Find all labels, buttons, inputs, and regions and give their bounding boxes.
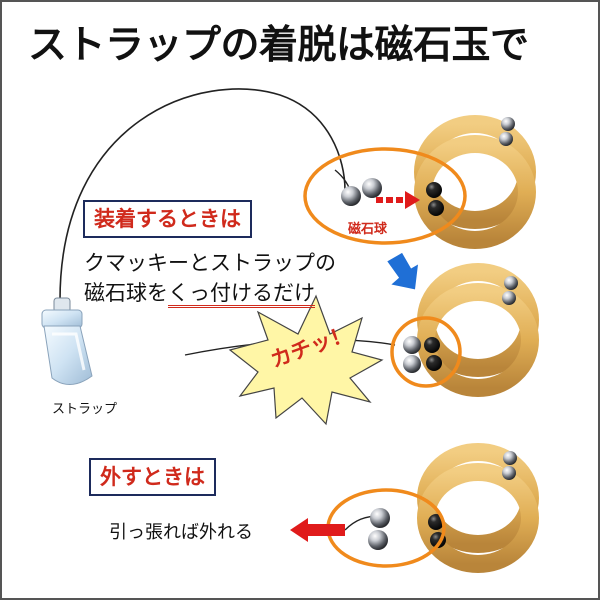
attach-description-line2: 磁石球をくっ付けるだけ [84,277,315,308]
strap-magnet-balls-top [334,169,382,206]
strap-clip-icon [41,297,93,385]
ring-top [414,115,536,249]
ring-bottom [417,443,539,573]
strap-magnet-balls-bottom [344,508,390,550]
strap-cord [59,88,346,301]
red-dashed-arrow [376,191,420,209]
highlight-ellipse-top [303,147,467,245]
magnet-ball-label: 磁石球 [348,222,388,237]
strap-label: ストラップ [52,402,118,417]
highlight-circle-middle [390,316,462,388]
attach-description-line1: クマッキーとストラップの [84,251,336,275]
attach-description-underlined: くっ付けるだけ [168,281,315,308]
strap-magnet-balls-middle [403,336,421,373]
blue-down-arrow [387,252,418,290]
detach-heading-box: 外すときは [89,458,216,496]
ring-middle [417,263,539,397]
page-title: ストラップの着脱は磁石玉で [28,23,529,68]
attach-heading-box: 装着するときは [83,200,252,238]
detach-description: 引っ張れば外れる [109,522,253,543]
attach-description-plain: 磁石球を [84,281,168,305]
click-burst-icon [228,294,384,426]
red-pull-arrow [290,518,345,542]
